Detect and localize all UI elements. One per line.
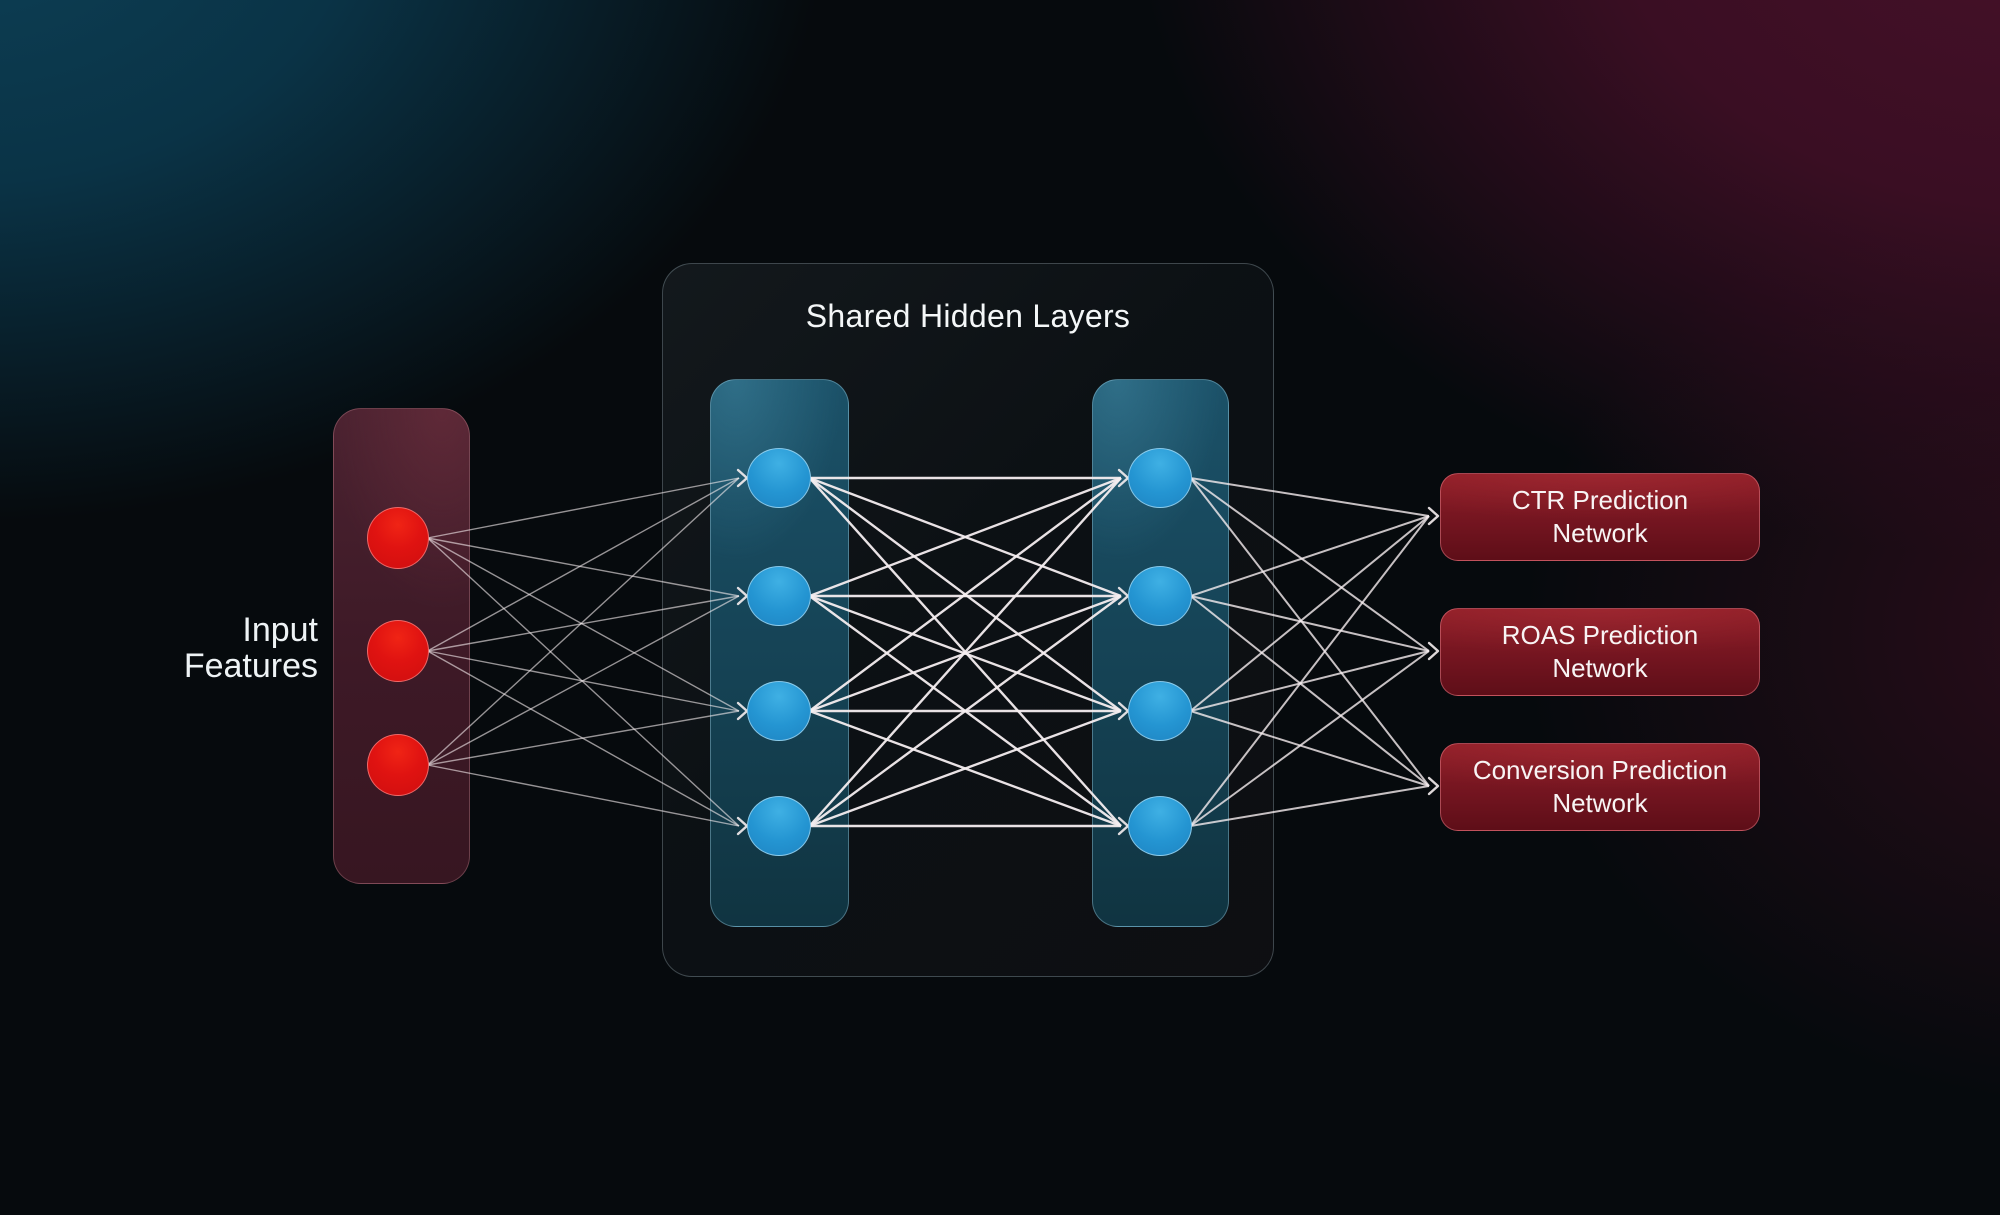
- input-node: [366, 507, 429, 569]
- hidden-node-col1: [746, 681, 811, 741]
- arrowhead-icon: [1427, 776, 1440, 796]
- hidden-node-col2: [1127, 796, 1192, 856]
- hidden-node-col1: [746, 448, 811, 508]
- output-label-line: CTR Prediction: [1511, 485, 1689, 515]
- output-label-line: Network: [1552, 653, 1648, 683]
- input-node: [366, 620, 429, 682]
- hidden-node-col2: [1127, 566, 1192, 626]
- input-features-label: Input Features: [184, 612, 318, 684]
- arrowhead-icon: [1427, 506, 1440, 526]
- output-box-conversion: Conversion Prediction Network: [1440, 743, 1760, 831]
- output-box-roas: ROAS Prediction Network: [1440, 608, 1760, 696]
- output-box-ctr: CTR Prediction Network: [1440, 473, 1760, 561]
- output-label-line: Network: [1552, 788, 1648, 818]
- output-label-line: Conversion Prediction: [1472, 755, 1728, 785]
- input-node: [366, 734, 429, 796]
- hidden-node-col2: [1127, 448, 1192, 508]
- hidden-node-col1: [746, 566, 811, 626]
- hidden-node-col1: [746, 796, 811, 856]
- input-label-line-2: Features: [183, 647, 318, 685]
- output-label-line: Network: [1552, 518, 1648, 548]
- output-label-line: ROAS Prediction: [1501, 620, 1699, 650]
- arrowhead-icon: [1427, 641, 1440, 661]
- input-label-line-1: Input: [242, 611, 318, 649]
- panel-title: Shared Hidden Layers: [805, 298, 1131, 334]
- hidden-node-col2: [1127, 681, 1192, 741]
